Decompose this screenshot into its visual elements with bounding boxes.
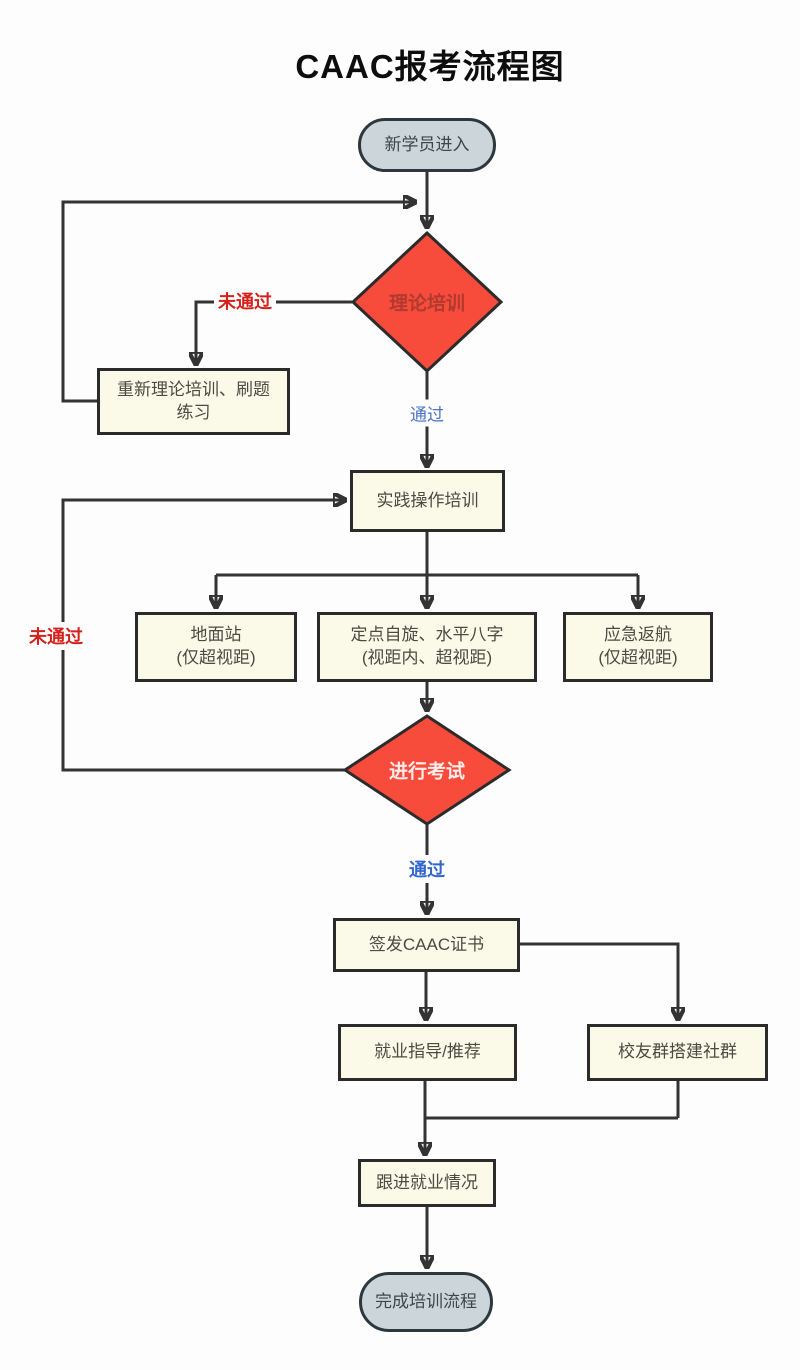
node-alumni-group: 校友群搭建社群 (587, 1024, 768, 1081)
page-title: CAAC报考流程图 (295, 48, 565, 85)
node-practice-label: 实践操作培训 (376, 490, 479, 510)
edge-theory-fail (196, 300, 352, 363)
node-certificate: 签发CAAC证书 (333, 918, 520, 972)
node-job-guidance-label: 就业指导/推荐 (374, 1042, 481, 1062)
node-exam-decision-label: 进行考试 (388, 761, 466, 783)
exam-decision-shape (342, 714, 512, 826)
node-emergency-return: 应急返航 (仅超视距) (563, 612, 713, 682)
node-follow-up: 跟进就业情况 (358, 1159, 496, 1207)
node-emergency-return-label: 应急返航 (仅超视距) (598, 625, 678, 667)
label-theory-pass: 通过 (406, 399, 448, 427)
node-end: 完成培训流程 (359, 1272, 493, 1332)
edge-retrain-loopback (61, 202, 414, 403)
node-start-label: 新学员进入 (384, 134, 470, 154)
edge-cert-to-alumni (520, 942, 678, 1018)
node-follow-up-label: 跟进就业情况 (376, 1172, 478, 1192)
theory-decision-shape (350, 230, 504, 374)
node-ground-station-label: 地面站 (仅超视距) (176, 625, 256, 667)
node-certificate-label: 签发CAAC证书 (368, 934, 485, 954)
label-exam-pass: 通过 (405, 855, 449, 883)
label-theory-fail: 未通过 (214, 287, 276, 315)
node-retrain: 重新理论培训、刷题 练习 (97, 368, 290, 435)
node-spin-figure8: 定点自旋、水平八字 (视距内、超视距) (317, 612, 537, 682)
node-theory-decision-label: 理论培训 (388, 293, 466, 315)
node-ground-station: 地面站 (仅超视距) (135, 612, 297, 682)
node-retrain-label: 重新理论培训、刷题 练习 (117, 379, 270, 422)
node-start: 新学员进入 (358, 118, 496, 172)
node-alumni-group-label: 校友群搭建社群 (618, 1042, 737, 1062)
node-end-label: 完成培训流程 (375, 1291, 477, 1311)
node-practice: 实践操作培训 (350, 470, 505, 532)
node-job-guidance: 就业指导/推荐 (338, 1024, 517, 1081)
label-exam-fail: 未通过 (25, 622, 87, 650)
node-spin-figure8-label: 定点自旋、水平八字 (视距内、超视距) (350, 625, 504, 667)
